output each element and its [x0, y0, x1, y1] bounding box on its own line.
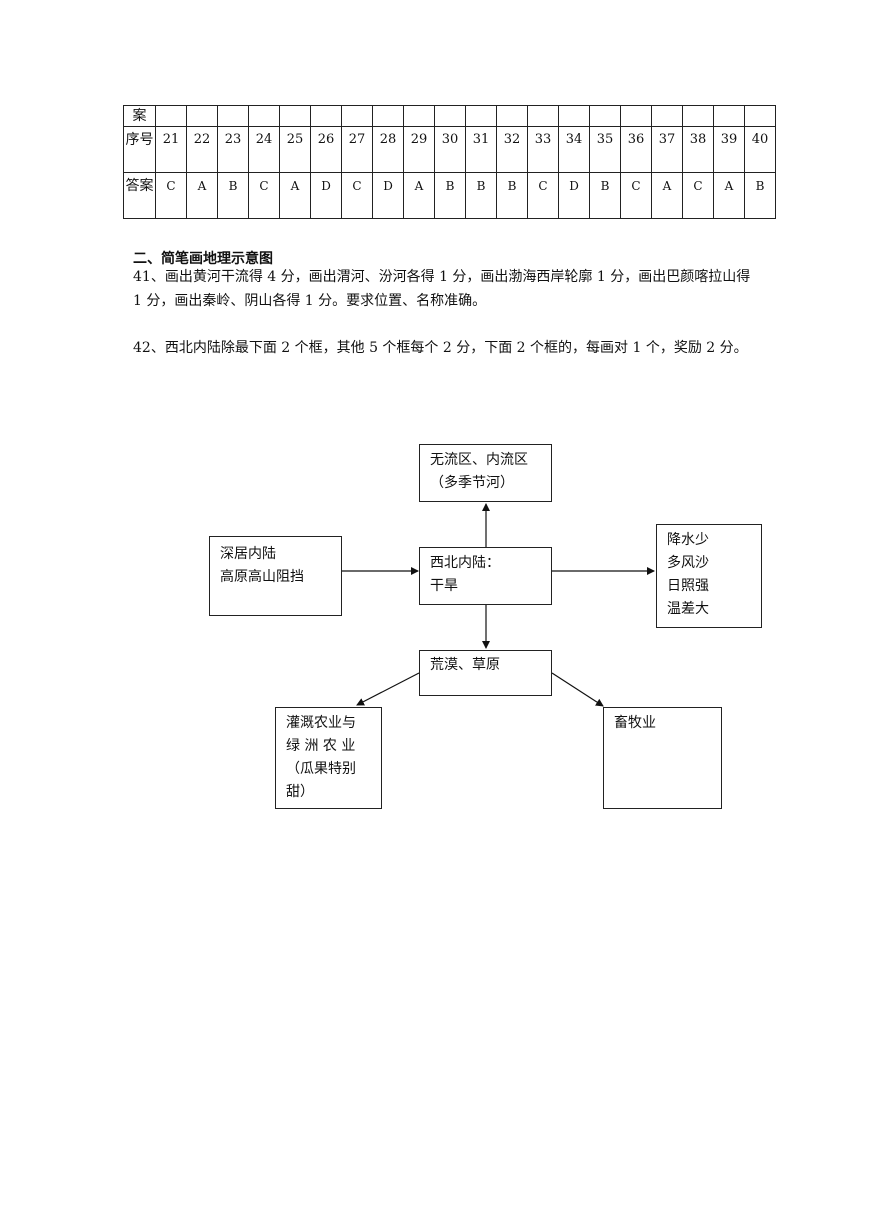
- answer-cell: C: [682, 172, 714, 219]
- box-desert-grassland-text: 荒漠、草原: [430, 657, 500, 673]
- answer-cell: D: [558, 172, 590, 219]
- question-number-cell: 25: [279, 126, 311, 173]
- box-no-outflow-line1: 无流区、内流区: [430, 452, 528, 468]
- answer-cell: C: [248, 172, 280, 219]
- question-41-text: 41、画出黄河干流得 4 分，画出渭河、汾河各得 1 分，画出渤海西岸轮廓 1 …: [133, 269, 751, 309]
- question-number-cell: 37: [651, 126, 683, 173]
- box-agri-line2: 绿 洲 农 业: [286, 738, 356, 754]
- number-label: 序号: [123, 126, 156, 173]
- box-climate-line4: 温差大: [667, 601, 709, 617]
- section-title: 二、简笔画地理示意图: [133, 251, 273, 267]
- answer-cell: B: [744, 172, 776, 219]
- answer-cell: B: [465, 172, 497, 219]
- question-number-cell: 35: [589, 126, 621, 173]
- box-irrigated-agriculture: 灌溉农业与 绿 洲 农 业 （瓜果特别 甜）: [275, 707, 382, 809]
- answer-cell: A: [186, 172, 218, 219]
- answer-cell: A: [403, 172, 435, 219]
- arrow-middle-to-bottom-right: [551, 672, 604, 707]
- box-agri-line4: 甜）: [286, 784, 314, 800]
- box-causes-line1: 深居内陆: [220, 546, 276, 562]
- box-northwest-arid-line2: 干旱: [430, 578, 458, 594]
- question-number-cell: 27: [341, 126, 373, 173]
- arrow-middle-to-bottom-left: [356, 672, 420, 706]
- table-row-top: 案: [123, 105, 776, 127]
- box-animal-husbandry: 畜牧业: [603, 707, 722, 809]
- question-number-cell: 39: [713, 126, 745, 173]
- question-number-cell: 32: [496, 126, 528, 173]
- box-climate-line3: 日照强: [667, 578, 709, 594]
- question-number-cell: 28: [372, 126, 404, 173]
- box-northwest-arid: 西北内陆： 干旱: [419, 547, 552, 605]
- top-row-label: 案: [123, 105, 156, 127]
- question-number-cell: 26: [310, 126, 342, 173]
- box-animal-husbandry-text: 畜牧业: [614, 715, 656, 731]
- question-number-cell: 34: [558, 126, 590, 173]
- box-climate-line2: 多风沙: [667, 555, 709, 571]
- answer-cell: D: [372, 172, 404, 219]
- box-causes: 深居内陆 高原高山阻挡: [209, 536, 342, 616]
- box-no-outflow-line2: （多季节河）: [430, 475, 514, 491]
- answer-cell: C: [341, 172, 373, 219]
- answer-cell: A: [713, 172, 745, 219]
- box-agri-line3: （瓜果特别: [286, 761, 356, 777]
- answer-cell: B: [589, 172, 621, 219]
- question-number-cell: 24: [248, 126, 280, 173]
- box-northwest-arid-line1: 西北内陆：: [430, 555, 500, 571]
- answer-label: 答案: [123, 172, 156, 219]
- box-agri-line1: 灌溉农业与: [286, 715, 356, 731]
- box-climate-line1: 降水少: [667, 532, 709, 548]
- answer-cell: A: [279, 172, 311, 219]
- box-climate-features: 降水少 多风沙 日照强 温差大: [656, 524, 762, 628]
- answer-cell: B: [496, 172, 528, 219]
- question-42-text: 42、西北内陆除最下面 2 个框，其他 5 个框每个 2 分，下面 2 个框的，…: [133, 340, 748, 356]
- box-no-outflow: 无流区、内流区 （多季节河）: [419, 444, 552, 502]
- box-causes-line2: 高原高山阻挡: [220, 569, 304, 585]
- answer-cell: A: [651, 172, 683, 219]
- box-desert-grassland: 荒漠、草原: [419, 650, 552, 696]
- question-number-cell: 30: [434, 126, 466, 173]
